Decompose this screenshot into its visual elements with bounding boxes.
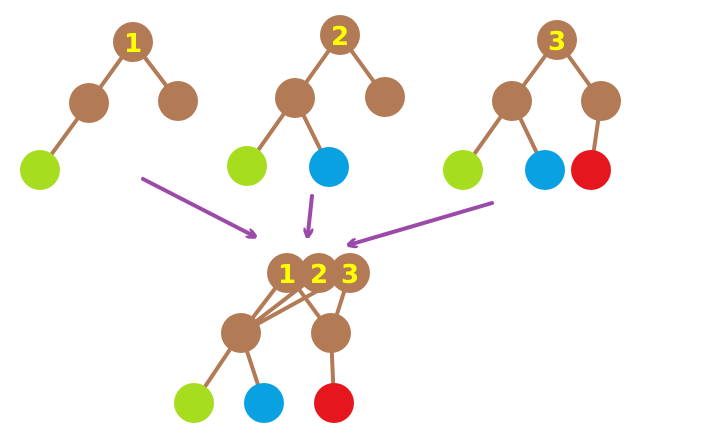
tree-1-left-child-node: [69, 83, 109, 123]
tree-3-left-child-node: [492, 81, 532, 121]
tree-3-green-leaf: [443, 150, 483, 190]
tree-3-right-child-node: [581, 81, 621, 121]
tree-2: 2: [227, 15, 405, 187]
merged-green-leaf: [174, 383, 214, 423]
arrow-from-tree-3: [352, 201, 494, 244]
tree-2-root-label: 2: [331, 22, 349, 52]
arrow-from-tree-1: [141, 177, 252, 235]
tree-1-root-label: 1: [124, 29, 142, 59]
merged-left-child-node: [221, 313, 261, 353]
tree-2-right-child-node: [365, 77, 405, 117]
merged-red-leaf: [314, 383, 354, 423]
merged-tree: 1 2 3: [174, 253, 370, 423]
merge-arrows: [141, 177, 494, 244]
tree-1-right-child-node: [158, 81, 198, 121]
tree-1: 1: [20, 22, 198, 190]
merged-root-label-1: 1: [278, 260, 296, 290]
merged-blue-leaf: [244, 383, 284, 423]
tree-3-root-node: [537, 20, 577, 60]
merged-root-node-3: [330, 253, 370, 293]
tree-3: 3: [443, 20, 621, 190]
tree-3-blue-leaf: [525, 150, 565, 190]
tree-3-root-label: 3: [548, 27, 566, 57]
tree-2-root-node: [320, 15, 360, 55]
tree-3-red-leaf: [571, 150, 611, 190]
arrow-from-tree-2: [308, 194, 314, 233]
tree-1-root-node: [113, 22, 153, 62]
tree-1-green-leaf: [20, 150, 60, 190]
merged-right-child-node: [311, 313, 351, 353]
tree-2-green-leaf: [227, 146, 267, 186]
tree-2-blue-leaf: [309, 147, 349, 187]
merged-root-node-2: [299, 253, 339, 293]
merged-root-node-1: [267, 253, 307, 293]
merged-root-label-2: 2: [310, 260, 328, 290]
merged-root-label-3: 3: [341, 260, 359, 290]
tree-2-left-child-node: [275, 78, 315, 118]
